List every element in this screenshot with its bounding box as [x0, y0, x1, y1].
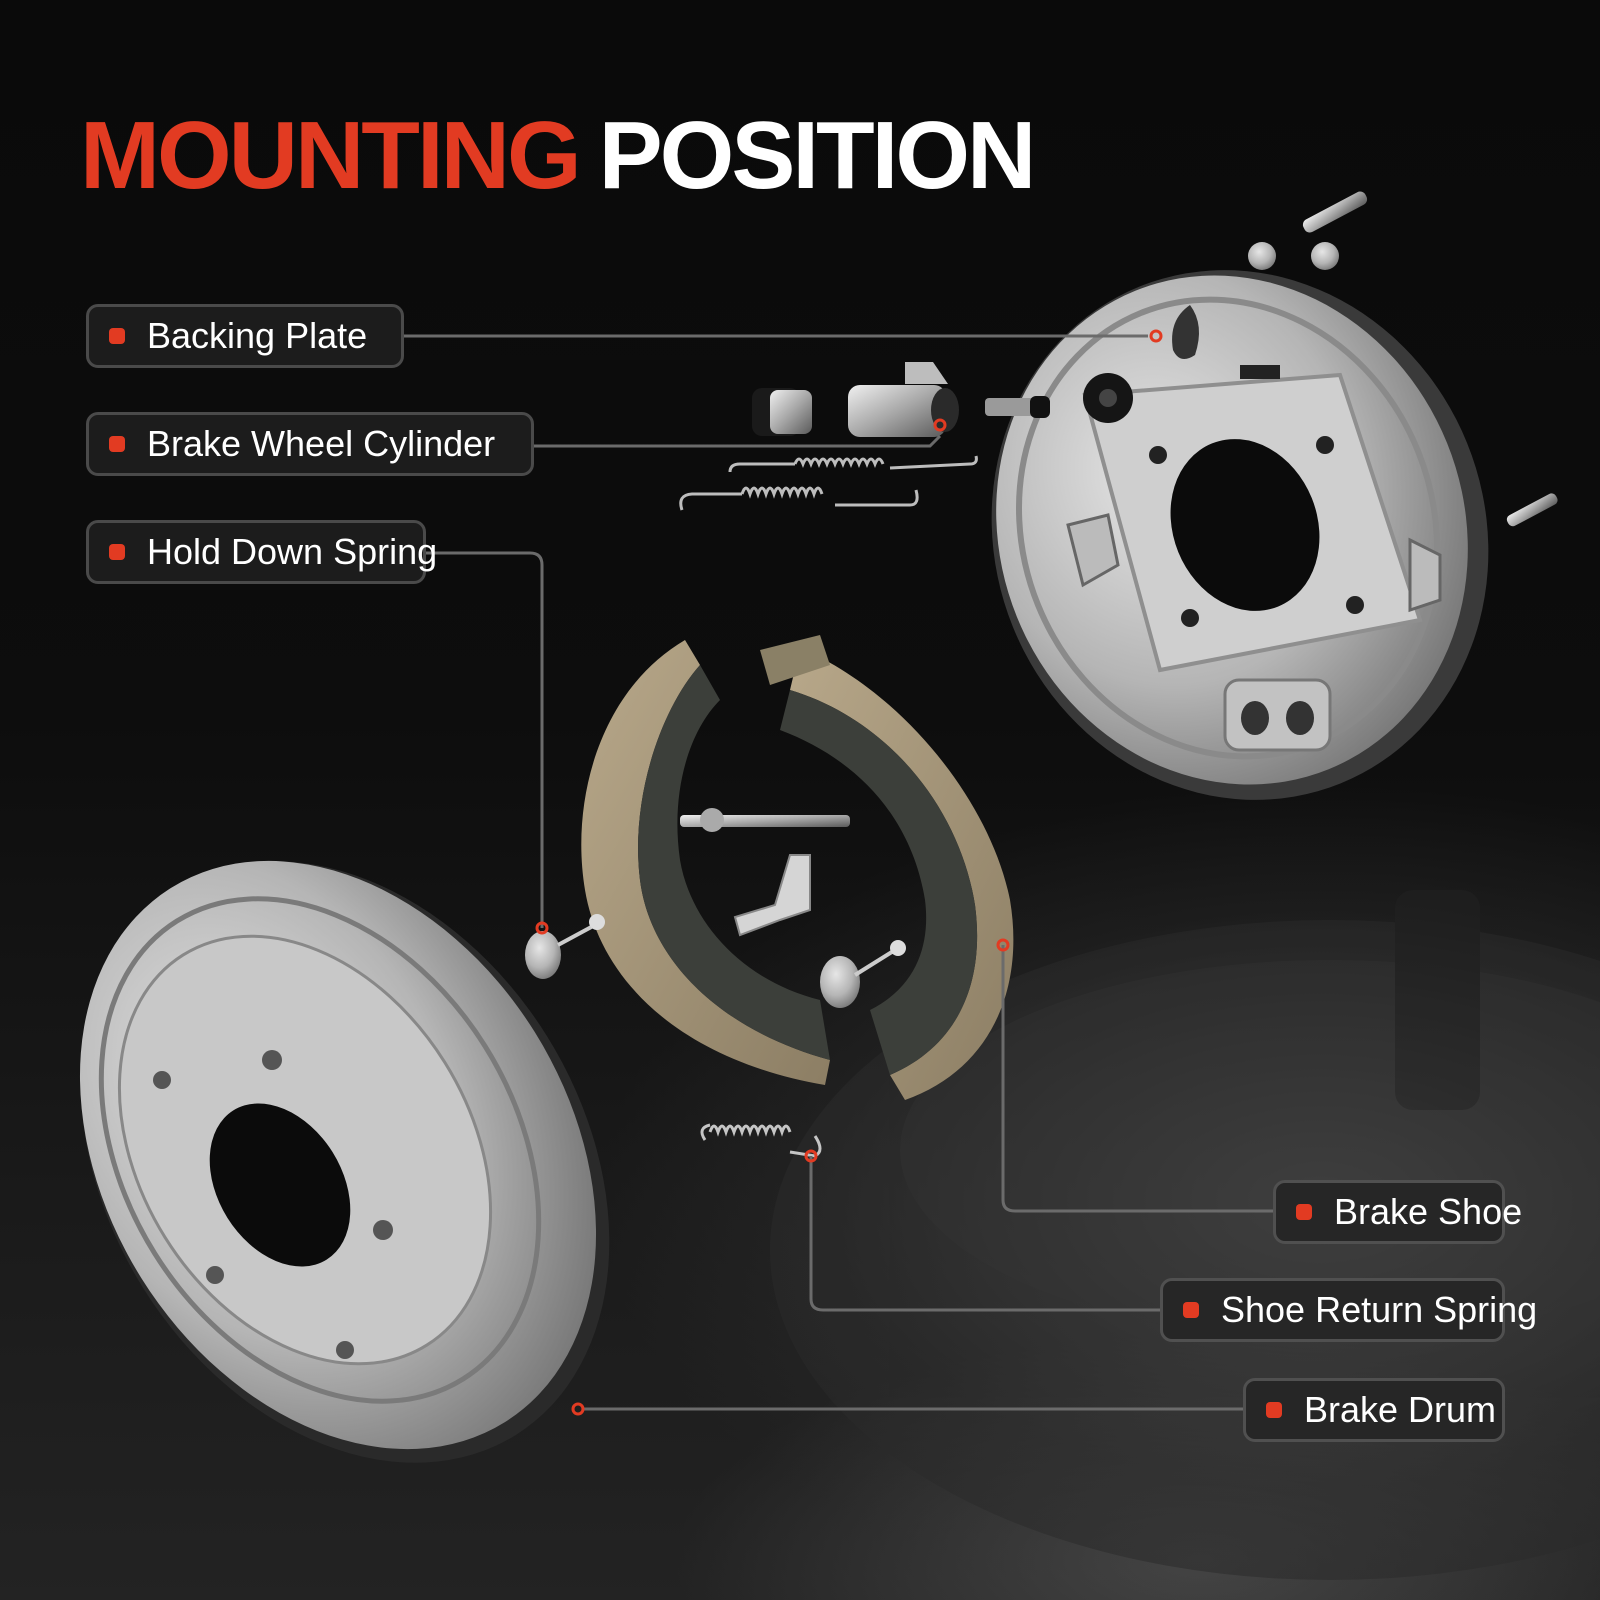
label-text: Hold Down Spring [147, 531, 438, 572]
title-highlight: MOUNTING [80, 102, 582, 209]
label-hold-down-spring: Hold Down Spring [86, 520, 437, 584]
label-text: Brake Drum [1304, 1389, 1497, 1430]
label-brake-drum: Brake Drum [1243, 1378, 1505, 1442]
background-drum-silhouette [770, 890, 1600, 1580]
label-brake-shoe: Brake Shoe [1273, 1180, 1522, 1244]
marker-shoe-return-spring [804, 1149, 818, 1163]
marker-hold-down-spring [535, 921, 549, 935]
hardware-bolts [1248, 191, 1558, 527]
bullet-icon [1296, 1204, 1312, 1220]
label-text: Shoe Return Spring [1221, 1289, 1538, 1330]
marker-brake-wheel-cylinder [933, 418, 947, 432]
backing-plate-part [991, 270, 1489, 800]
label-text: Backing Plate [147, 315, 368, 356]
bullet-icon [1266, 1402, 1282, 1418]
brake-shoes-part [581, 635, 1014, 1100]
marker-brake-drum [571, 1402, 585, 1416]
bullet-icon [109, 544, 125, 560]
line-brake-shoe [1001, 945, 1273, 1213]
bullet-icon [109, 436, 125, 452]
brake-drum-part [79, 860, 610, 1463]
bullet-icon [109, 328, 125, 344]
label-backing-plate: Backing Plate [86, 304, 404, 368]
label-brake-wheel-cylinder: Brake Wheel Cylinder [86, 412, 534, 476]
wheel-cylinder-part [752, 362, 1050, 437]
line-hold-down-spring [426, 551, 544, 928]
bullet-icon [1183, 1302, 1199, 1318]
label-text: Brake Wheel Cylinder [147, 423, 496, 464]
marker-brake-shoe [996, 938, 1010, 952]
marker-backing-plate [1149, 329, 1163, 343]
line-brake-wheel-cylinder [532, 434, 942, 448]
label-shoe-return-spring: Shoe Return Spring [1160, 1278, 1537, 1342]
callout-lines [404, 334, 1273, 1411]
upper-return-springs [679, 455, 978, 511]
title-rest: POSITION [598, 102, 1037, 209]
label-text: Brake Shoe [1334, 1191, 1523, 1232]
line-shoe-return-spring [809, 1156, 1160, 1312]
callout-markers [535, 329, 1163, 1416]
